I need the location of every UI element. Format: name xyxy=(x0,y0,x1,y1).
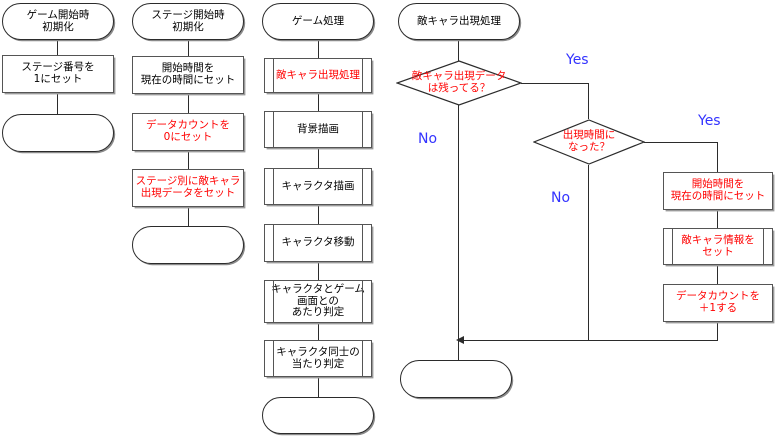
terminator-game-init-start-label: ゲーム開始時 初期化 xyxy=(26,8,90,33)
branch-label-d2-yes: Yes xyxy=(698,113,721,129)
connector-merge-arrowhead xyxy=(456,336,464,344)
predefined-process-enemy-spawn: 敵キャラ出現処理 xyxy=(264,58,372,93)
branch-label-d2-no: No xyxy=(551,190,571,206)
diamond-shape-icon xyxy=(396,60,522,106)
connector-d2-yes-down xyxy=(717,142,719,173)
terminator-game-loop-start-label: ゲーム処理 xyxy=(291,14,345,27)
predefined-process-draw-background-label: 背景描画 xyxy=(297,122,339,135)
terminator-stage-init-start: ステージ開始時 初期化 xyxy=(132,3,244,40)
connector-c3-s3-to-s4 xyxy=(318,205,320,224)
connector-c4-s1-to-s2 xyxy=(717,210,719,228)
diamond-shape-icon xyxy=(533,119,645,165)
connector-d1-yes-right xyxy=(521,83,589,85)
predefined-process-character-screen-collision-label: キャラクタとゲーム 画面との あたり判定 xyxy=(271,282,365,319)
predefined-process-draw-character: キャラクタ描画 xyxy=(264,168,372,205)
connector-c3-s2-to-s3 xyxy=(318,148,320,168)
process-update-start-time: 開始時間を 現在の時間にセット xyxy=(663,172,773,210)
connector-c2-start-to-s1 xyxy=(188,40,190,56)
branch-label-d1-no: No xyxy=(418,131,438,147)
terminator-game-loop-start: ゲーム処理 xyxy=(262,3,374,40)
process-increment-data-count: データカウントを ＋1する xyxy=(663,284,773,322)
predefined-process-character-character-collision-label: キャラクタ同士の 当たり判定 xyxy=(276,345,360,370)
predefined-process-enemy-spawn-label: 敵キャラ出現処理 xyxy=(276,68,360,81)
terminator-stage-init-end xyxy=(132,226,244,264)
connector-d1-no-down xyxy=(458,105,460,341)
connector-c3-s5-to-s6 xyxy=(318,323,320,340)
process-set-stage-number: ステージ番号を 1にセット xyxy=(2,55,114,93)
terminator-enemy-spawn-start: 敵キャラ出現処理 xyxy=(398,3,520,40)
branch-label-d1-yes: Yes xyxy=(566,52,589,68)
connector-c3-start-to-s1 xyxy=(318,40,320,58)
process-update-start-time-label: 開始時間を 現在の時間にセット xyxy=(670,178,766,202)
decision-spawn-time-reached: 出現時間に なった？ xyxy=(533,119,645,165)
connector-c2-s2-to-s3 xyxy=(188,151,190,169)
process-set-start-time: 開始時間を 現在の時間にセット xyxy=(132,56,244,94)
connector-c2-s3-to-end xyxy=(188,207,190,226)
predefined-process-set-enemy-info: 敵キャラ情報を セット xyxy=(663,228,773,265)
terminator-game-init-end xyxy=(2,114,114,152)
process-increment-data-count-label: データカウントを ＋1する xyxy=(676,290,760,314)
predefined-process-draw-background: 背景描画 xyxy=(264,111,372,148)
process-set-spawn-data-label: ステージ別に敵キャラ 出現データをセット xyxy=(135,175,241,199)
process-set-spawn-data: ステージ別に敵キャラ 出現データをセット xyxy=(132,169,244,207)
connector-c3-s6-to-end xyxy=(318,377,320,397)
process-set-stage-number-label: ステージ番号を 1にセット xyxy=(21,61,95,85)
predefined-process-character-screen-collision: キャラクタとゲーム 画面との あたり判定 xyxy=(264,280,372,323)
predefined-process-move-character-label: キャラクタ移動 xyxy=(281,236,355,249)
connector-c2-s1-to-s2 xyxy=(188,94,190,113)
connector-c4-s3-to-merge xyxy=(717,322,719,341)
process-reset-data-count-label: データカウントを 0にセット xyxy=(146,119,230,143)
connector-merge-to-end xyxy=(458,340,460,360)
predefined-process-move-character: キャラクタ移動 xyxy=(264,224,372,262)
connector-c3-s1-to-s2 xyxy=(318,93,320,111)
process-set-start-time-label: 開始時間を 現在の時間にセット xyxy=(140,62,236,86)
predefined-process-character-character-collision: キャラクタ同士の 当たり判定 xyxy=(264,340,372,377)
predefined-process-set-enemy-info-label: 敵キャラ情報を セット xyxy=(681,233,755,258)
connector-d2-yes-right xyxy=(644,142,718,144)
terminator-stage-init-start-label: ステージ開始時 初期化 xyxy=(151,8,225,33)
connector-c1-start-to-s1 xyxy=(57,40,59,56)
decision-spawn-time-reached-label: 出現時間に なった？ xyxy=(562,129,616,153)
connector-c4-s2-to-s3 xyxy=(717,265,719,284)
connector-d2-no-down xyxy=(588,165,590,341)
terminator-enemy-spawn-start-label: 敵キャラ出現処理 xyxy=(417,14,501,27)
connector-merge-line xyxy=(459,340,718,342)
connector-d1-yes-down xyxy=(588,83,590,119)
terminator-enemy-spawn-end xyxy=(400,360,512,398)
terminator-game-loop-end xyxy=(262,397,374,434)
decision-spawn-data-remaining-label: 敵キャラ出現データ は残ってる？ xyxy=(411,70,507,94)
connector-c1-s1-to-end xyxy=(57,92,59,115)
terminator-game-init-start: ゲーム開始時 初期化 xyxy=(2,3,114,40)
connector-c4-start-to-d1 xyxy=(458,40,460,62)
process-reset-data-count: データカウントを 0にセット xyxy=(132,113,244,151)
decision-spawn-data-remaining: 敵キャラ出現データ は残ってる？ xyxy=(396,60,522,106)
connector-c3-s4-to-s5 xyxy=(318,262,320,280)
predefined-process-draw-character-label: キャラクタ描画 xyxy=(281,179,355,192)
